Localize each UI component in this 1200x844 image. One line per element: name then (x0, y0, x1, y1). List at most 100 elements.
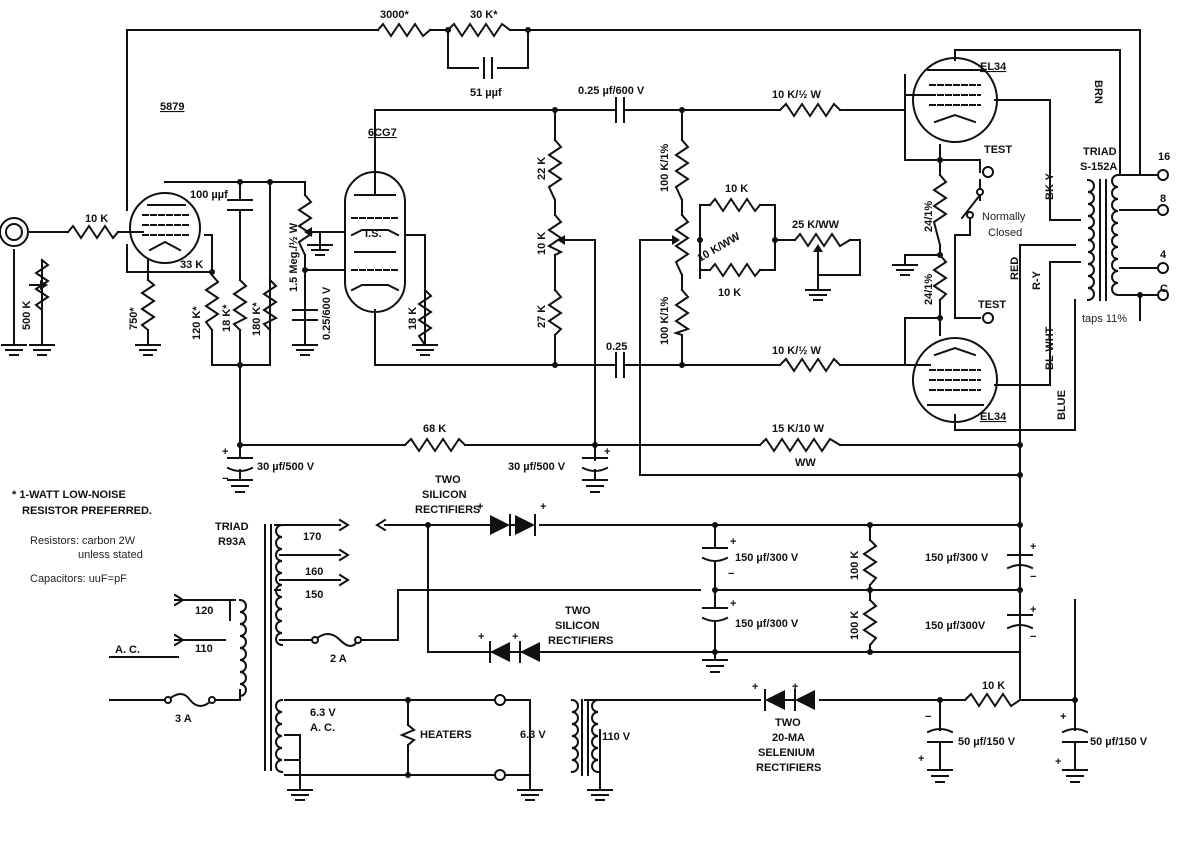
label-r-10k-bal2: 10 K (718, 287, 741, 299)
label-fuse-3a: 3 A (175, 713, 192, 725)
label-note-capacitors: Capacitors: uuF=pF (30, 573, 127, 585)
label-tube-el34-bot: EL34 (980, 411, 1007, 423)
label-tap-16: 16 (1158, 151, 1170, 163)
label-tap-4: 4 (1160, 249, 1167, 261)
label-two-si-top-3: RECTIFIERS (415, 504, 480, 516)
label-c-50-b: 50 µf/150 V (1090, 736, 1148, 748)
svg-text:−: − (1030, 631, 1036, 643)
resistor-15k (758, 437, 842, 453)
label-two-sel-1: TWO (775, 717, 801, 729)
transformer-r93a (238, 523, 284, 774)
resistor-30k (446, 22, 512, 38)
resistor-68k (403, 437, 467, 453)
label-c-025-600-top: 0.25 µf/600 V (578, 85, 645, 97)
label-ac: A. C. (115, 644, 140, 656)
label-r-100k-b: 100 K (849, 611, 861, 640)
label-r-30k: 30 K* (470, 9, 498, 21)
svg-text:+: + (540, 501, 546, 513)
label-r-100k1-bot: 100 K/1% (659, 296, 671, 345)
resistor-100k-bot (672, 288, 691, 337)
svg-text:+: + (1055, 756, 1061, 768)
label-tap-120: 120 (195, 605, 213, 617)
label-tap-150: 150 (305, 589, 323, 601)
label-r-68k: 68 K (423, 423, 446, 435)
label-r-120k: 120 K* (191, 306, 203, 340)
label-bl-wht: BL-WHT (1044, 326, 1056, 370)
label-r-24-top: 24/1% (923, 201, 935, 232)
svg-text:+: + (512, 631, 518, 643)
label-v63-1: 6.3 V (310, 707, 336, 719)
svg-text:+: + (792, 681, 798, 693)
label-normally: Normally (982, 211, 1026, 223)
label-tap-c: C (1160, 283, 1168, 295)
resistor-750 (140, 278, 156, 332)
capacitor-025-bot (615, 352, 625, 378)
label-tap-8: 8 (1160, 193, 1166, 205)
label-two-sel-4: RECTIFIERS (756, 762, 821, 774)
resistor-3000 (376, 22, 432, 38)
label-r-10k-out: 10 K (982, 680, 1005, 692)
tube-6cg7 (344, 169, 406, 313)
label-r-10k-bal1: 10 K (725, 183, 748, 195)
label-taps: taps 11% (1082, 313, 1127, 325)
capacitor-150-a (701, 547, 729, 562)
svg-text:+: + (1030, 541, 1036, 553)
resistor-100k-a (862, 538, 878, 587)
label-r-10k-in: 10 K (85, 213, 108, 225)
resistor-10k-half-top (778, 102, 842, 118)
rectifiers (489, 514, 815, 711)
svg-text:−: − (728, 568, 734, 580)
svg-text:−: − (925, 711, 931, 723)
junctions (209, 27, 1143, 778)
label-c-150-d: 150 µf/300V (925, 620, 986, 632)
label-r-100k-a: 100 K (849, 551, 861, 580)
label-test-bot: TEST (978, 299, 1006, 311)
svg-text:+: + (730, 536, 736, 548)
label-r-27k: 27 K (536, 305, 548, 328)
label-r-25k: 25 K/WW (792, 219, 840, 231)
svg-text:+: + (730, 598, 736, 610)
resistor-24-bot (932, 253, 948, 302)
tube-5879 (126, 192, 201, 264)
label-fuse-2a: 2 A (330, 653, 347, 665)
label-r-18k-b: 18 K (407, 307, 419, 330)
svg-text:+: + (222, 446, 228, 458)
label-red: RED (1009, 257, 1021, 280)
svg-text:+: + (477, 501, 483, 513)
resistor-18k-a (232, 278, 248, 332)
resistor-heaters (399, 723, 416, 747)
label-v63-2: A. C. (310, 722, 335, 734)
label-c-025-bot: 0.25 (606, 341, 627, 353)
resistors (34, 22, 1022, 747)
resistor-10k-bal1 (708, 197, 762, 213)
label-tube-el34-top: EL34 (980, 61, 1007, 73)
capacitor-150-b (701, 607, 729, 622)
capacitor-100 (227, 199, 253, 211)
label-tap-170: 170 (303, 531, 321, 543)
transformer-filament (570, 698, 600, 776)
label-tube-5879: 5879 (160, 101, 184, 113)
label-two-sel-2: 20-MA (772, 732, 805, 744)
label-note-star-1: * 1-WATT LOW-NOISE (12, 489, 126, 501)
label-r-1-5meg: 1.5 Meg./½ W (288, 222, 300, 292)
label-c-50-a: 50 µf/150 V (958, 736, 1016, 748)
label-two-si-bot-2: SILICON (555, 620, 600, 632)
resistor-24-top (932, 173, 948, 247)
label-r-33k: 33 K (180, 259, 203, 271)
label-r-180k: 180 K* (251, 302, 263, 336)
resistor-10k-half-bot (778, 357, 842, 373)
polarity-marks: + − + + − + + − + − + + + + + + − + + + (222, 446, 1066, 768)
label-r-18k-a: 18 K* (221, 304, 233, 332)
label-triad-s152a-1: TRIAD (1083, 146, 1117, 158)
resistor-27k (547, 288, 563, 337)
svg-text:+: + (918, 753, 924, 765)
fuses (164, 633, 362, 707)
label-r-22k: 22 K (536, 157, 548, 180)
svg-text:+: + (752, 681, 758, 693)
label-bk-y: BK-Y (1044, 172, 1056, 200)
capacitor-025-top (615, 97, 625, 123)
label-tube-6cg7: 6CG7 (368, 127, 397, 139)
label-ww: WW (795, 457, 816, 469)
resistor-1-5meg (297, 193, 313, 257)
